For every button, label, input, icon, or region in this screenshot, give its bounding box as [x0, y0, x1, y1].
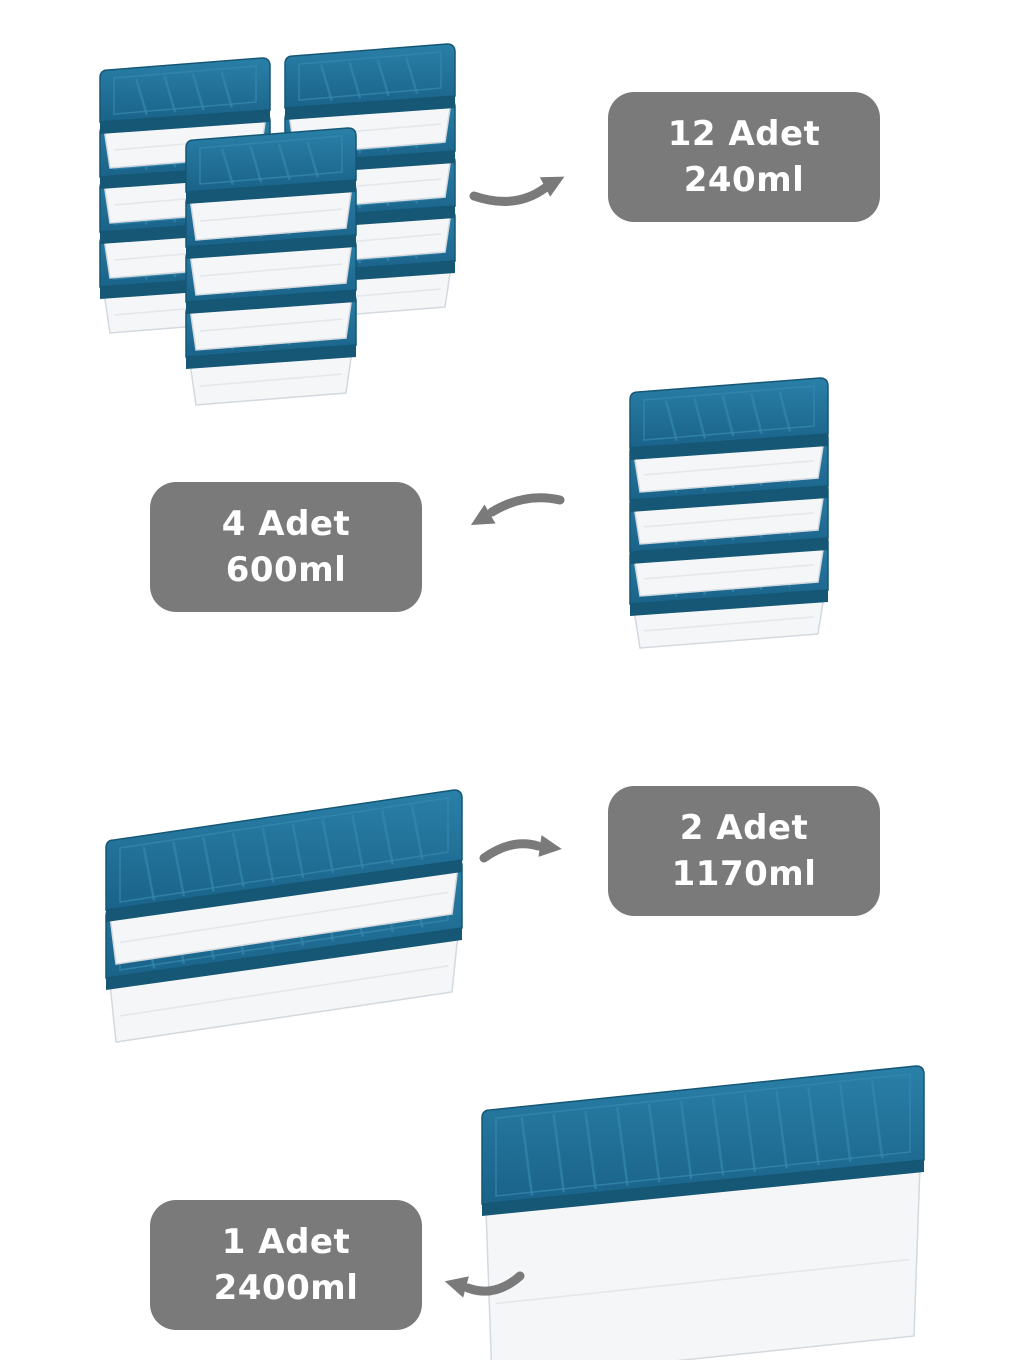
set-badge-4: 4 Adet 600ml — [150, 482, 422, 612]
volume-label: 1170ml — [671, 854, 817, 894]
count-label: 4 Adet — [221, 504, 351, 544]
food-container — [481, 1065, 925, 1360]
set-badge-12: 12 Adet 240ml — [608, 92, 880, 222]
count-label: 1 Adet — [221, 1222, 351, 1262]
container-stack-12 — [99, 43, 456, 406]
volume-label: 600ml — [225, 550, 347, 590]
arrow-right-3 — [479, 835, 564, 863]
container-stack-4 — [629, 377, 829, 649]
food-container — [629, 377, 829, 493]
volume-label: 240ml — [683, 160, 805, 200]
count-label: 2 Adet — [679, 808, 809, 848]
food-container — [99, 57, 271, 169]
set-badge-1: 1 Adet 2400ml — [150, 1200, 422, 1330]
arrow-right-1 — [469, 166, 570, 206]
container-stack-2 — [105, 789, 463, 1043]
food-container — [185, 127, 357, 241]
arrow-left-2 — [465, 493, 565, 535]
container-single-large — [481, 1065, 925, 1360]
count-label: 12 Adet — [667, 114, 821, 154]
food-container — [105, 789, 463, 965]
arrow-left-4 — [441, 1270, 525, 1298]
set-badge-2: 2 Adet 1170ml — [608, 786, 880, 916]
volume-label: 2400ml — [213, 1268, 359, 1308]
